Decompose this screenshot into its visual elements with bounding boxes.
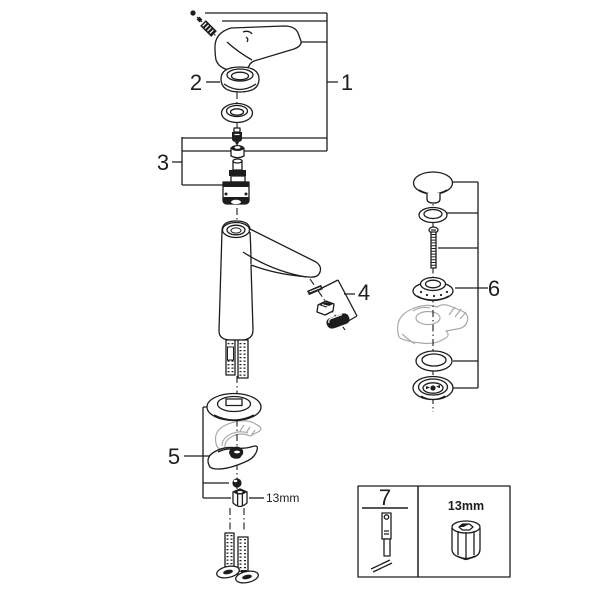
- callout-6-label: 6: [488, 276, 500, 301]
- tool-size-label: 13mm: [448, 499, 484, 513]
- mounting-shank-drawing: [225, 339, 249, 379]
- callout-5-label: 5: [168, 444, 180, 469]
- mounting-clamp-drawing: [207, 445, 259, 470]
- washer-ball-drawing: [232, 478, 242, 488]
- cartridge-drawing: [222, 158, 250, 205]
- drain-flange-drawing: [412, 276, 454, 302]
- handle-fixing-screw-drawing: [190, 10, 217, 37]
- base-ring-drawing: [206, 392, 262, 422]
- drain-plug-drawing: [412, 171, 454, 204]
- escutcheon-ring-drawing: [220, 102, 254, 124]
- callout-5-bracket: [184, 406, 231, 499]
- lever-handle-drawing: [214, 25, 302, 72]
- drain-screw-drawing: [428, 226, 439, 269]
- aerator-insert-drawing: [316, 300, 335, 316]
- callout-1-bracket: [182, 12, 338, 152]
- socket-wrench-drawing: [451, 520, 481, 561]
- aerator-seal-drawing: [307, 284, 323, 296]
- callout-2-label: 2: [190, 70, 202, 95]
- drain-locknut-drawing: [412, 375, 454, 401]
- callout-4-label: 4: [358, 280, 370, 305]
- callout-4-bracket: [321, 279, 358, 324]
- faucet-body-drawing: [218, 220, 322, 341]
- mounting-nut-drawing: [232, 488, 248, 508]
- mounting-tool-drawing: [370, 512, 393, 573]
- basin-section-drawing: [396, 304, 469, 345]
- handle-cap-drawing: [220, 66, 260, 93]
- cartridge-screw-drawing: [232, 127, 242, 146]
- drain-gasket-drawing: [415, 350, 453, 372]
- stabilizer-washer-drawing: [214, 420, 262, 450]
- tool-box: [357, 485, 511, 578]
- callout-7-label: 7: [379, 485, 391, 510]
- aerator-housing-drawing: [326, 313, 350, 329]
- callout-3-label: 3: [157, 150, 169, 175]
- callout-6-bracket: [438, 181, 488, 389]
- nut-size-label: 13mm: [266, 491, 299, 505]
- cartridge-nut-drawing: [230, 145, 245, 159]
- callout-1-label: 1: [341, 70, 353, 95]
- drain-seal-drawing: [418, 206, 448, 224]
- callout-3-bracket: [172, 137, 224, 186]
- threaded-studs-drawing: [216, 532, 259, 584]
